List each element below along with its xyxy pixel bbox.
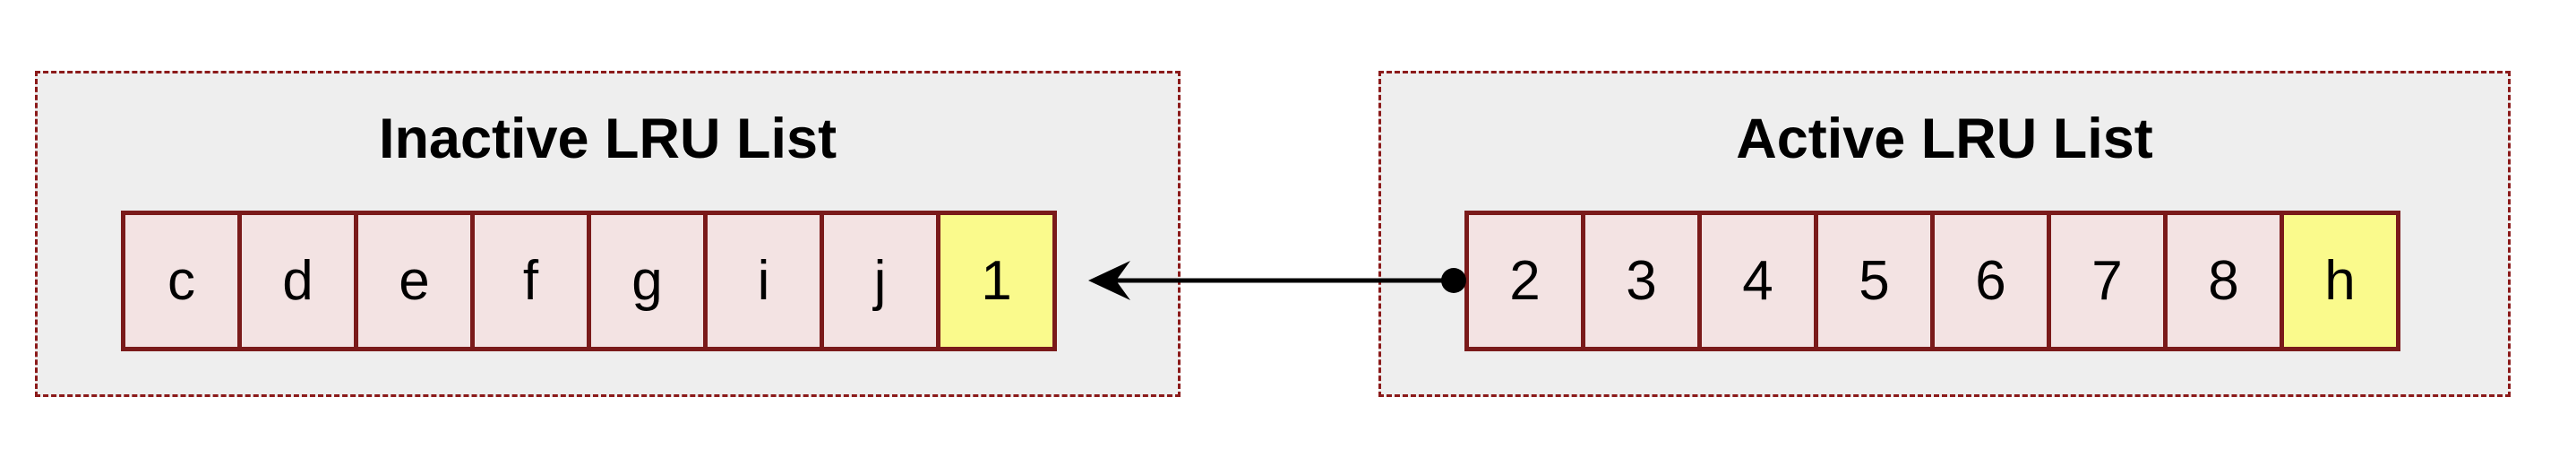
inactive-cell: d: [237, 211, 358, 351]
inactive-cell: c: [121, 211, 242, 351]
inactive-cell: j: [820, 211, 940, 351]
inactive-cell: f: [470, 211, 591, 351]
active-cell: 3: [1581, 211, 1702, 351]
inactive-cell-head: 1: [936, 211, 1057, 351]
active-cell: h: [2280, 211, 2400, 351]
active-cell: 8: [2163, 211, 2284, 351]
inactive-lru-list-panel: Inactive LRU List c d e f g i j 1: [35, 71, 1181, 397]
active-cell: 5: [1814, 211, 1935, 351]
active-cell: 6: [1930, 211, 2051, 351]
inactive-cell: e: [354, 211, 475, 351]
inactive-cell: g: [587, 211, 708, 351]
active-lru-list-panel: Active LRU List 2 3 4 5 6 7 8 h: [1378, 71, 2511, 397]
inactive-cell: i: [703, 211, 824, 351]
inactive-list-title: Inactive LRU List: [378, 108, 837, 170]
active-list-cells: 2 3 4 5 6 7 8 h: [1464, 211, 2400, 351]
active-cell: 4: [1697, 211, 1818, 351]
active-cell-tail: 2: [1464, 211, 1585, 351]
active-list-title: Active LRU List: [1736, 108, 2153, 170]
inactive-list-cells: c d e f g i j 1: [121, 211, 1057, 351]
active-cell: 7: [2047, 211, 2168, 351]
